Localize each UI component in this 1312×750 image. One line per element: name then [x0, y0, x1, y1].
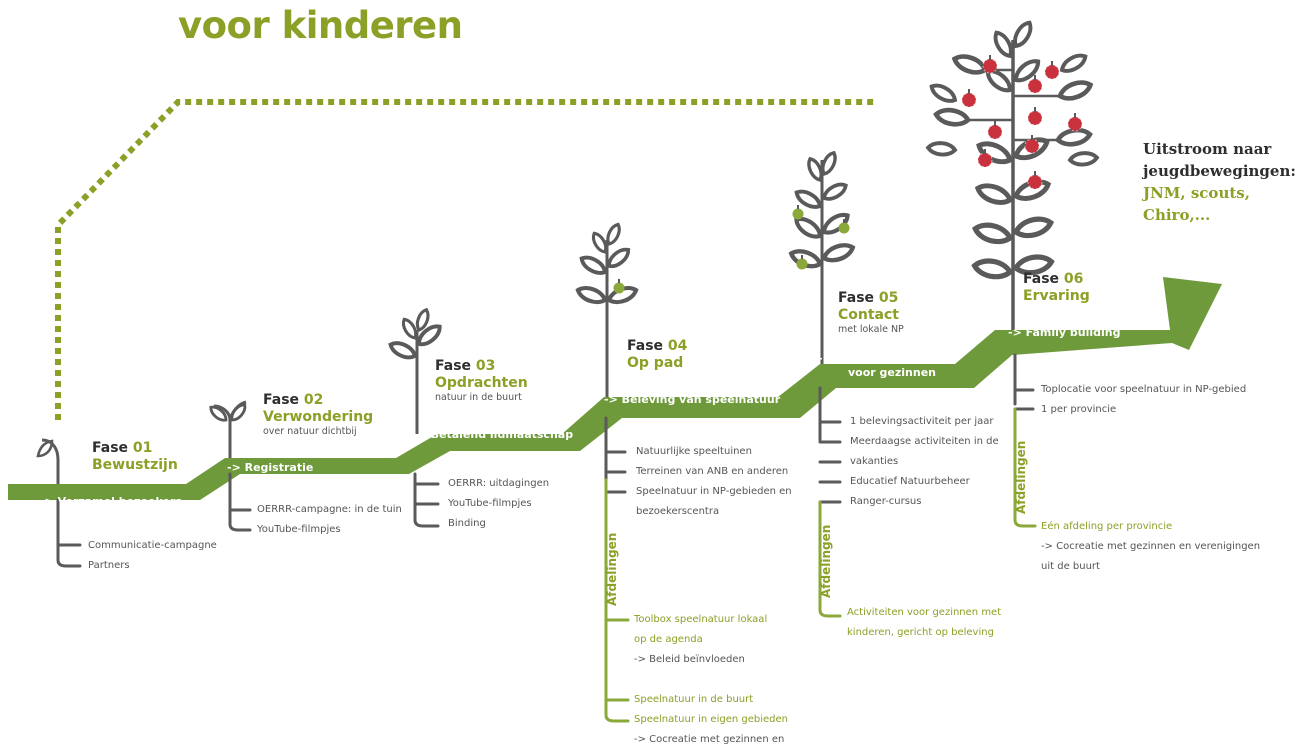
list-item: Natuurlijke speeltuinen: [636, 446, 752, 457]
list-item: Partners: [88, 560, 130, 571]
phase-name: Op pad: [627, 355, 684, 371]
list-item: Educatief Natuurbeheer: [850, 476, 970, 487]
band-label-06: -> Family building: [1008, 326, 1121, 339]
tree-06: [925, 17, 1100, 330]
phase-number: 01: [132, 440, 153, 456]
afdelingen-label-04: Afdelingen: [605, 532, 619, 606]
list-item: Communicatie-campagne: [88, 540, 217, 551]
dotted-path: [55, 99, 878, 420]
list-item: Terreinen van ANB en anderen: [636, 466, 789, 477]
fase-word: Fase: [838, 290, 875, 306]
phase-04-header: Fase 04 Op pad: [627, 338, 687, 372]
band-label-04: -> Beleving van speelnatuur: [604, 393, 781, 406]
outflow-line: jeugdbewegingen:: [1143, 162, 1296, 180]
afd-item: Speelnatuur in de buurt: [634, 694, 754, 705]
list-item: YouTube-filmpjes: [257, 524, 341, 535]
phase-number: 06: [1063, 271, 1084, 287]
fase-word: Fase: [435, 358, 472, 374]
phase-05-header: Fase 05 Contact met lokale NP: [838, 290, 904, 336]
list-item: Ranger-cursus: [850, 496, 922, 507]
phase-01-items: Communicatie-campagne Partners: [88, 536, 217, 576]
outflow-text: Uitstroom naar jeugdbewegingen: JNM, sco…: [1143, 138, 1296, 226]
phase-06-header: Fase 06 Ervaring: [1023, 271, 1090, 305]
page-title: voor kinderen: [178, 4, 463, 47]
list-item: OERRR: uitdagingen: [448, 478, 550, 489]
afd-item: Speelnatuur in eigen gebieden: [634, 714, 788, 725]
afd-item: -> Beleid beïnvloeden: [634, 654, 745, 665]
band-label-02: -> Registratie: [227, 461, 314, 474]
list-item: OERRR-campagne: in de tuin: [257, 504, 402, 515]
sprout-02: [206, 400, 250, 458]
phase-06-items: Toplocatie voor speelnatuur in NP-gebied…: [1041, 380, 1246, 420]
sprout-01: [36, 438, 60, 484]
band-line: voor gezinnen: [848, 366, 936, 379]
phase-02-header: Fase 02 Verwondering over natuur dichtbi…: [263, 392, 373, 438]
growth-band: [8, 277, 1222, 500]
phase-03-header: Fase 03 Opdrachten natuur in de buurt: [435, 358, 528, 404]
afd-item: Eén afdeling per provincie: [1041, 521, 1173, 532]
phase-number: 04: [667, 338, 688, 354]
plant-04: [576, 220, 638, 397]
afdelingen-items-06: Eén afdeling per provincie -> Cocreatie …: [1041, 517, 1260, 577]
list-item: YouTube-filmpjes: [448, 498, 532, 509]
afdelingen-label-06: Afdelingen: [1014, 440, 1028, 514]
list-item: Speelnatuur in NP-gebieden en: [636, 486, 792, 497]
list-item: 1 per provincie: [1041, 404, 1117, 415]
band-label-03: -> Betalend lidmaatschap: [413, 428, 574, 441]
phase-02-items: OERRR-campagne: in de tuin YouTube-filmp…: [257, 500, 402, 540]
plant-03: [386, 306, 446, 434]
outflow-line: Uitstroom naar: [1143, 140, 1272, 158]
band-label-01: -> Verzamel bezoekers: [40, 495, 182, 508]
phase-number: 05: [878, 290, 899, 306]
phase-sub: over natuur dichtbij: [263, 426, 357, 437]
list-item: vakanties: [850, 456, 899, 467]
afd-item: Toolbox speelnatuur lokaal: [634, 614, 768, 625]
phase-03-items: OERRR: uitdagingen YouTube-filmpjes Bind…: [448, 474, 549, 534]
afd-item: op de agenda: [634, 634, 703, 645]
fase-word: Fase: [1023, 271, 1060, 287]
phase-01-header: Fase 01 Bewustzijn: [92, 440, 178, 474]
phase-name: Opdrachten: [435, 375, 528, 391]
band-line: -> lokale activiteiten: [818, 352, 948, 365]
list-item: Meerdaagse activiteiten in de: [850, 436, 999, 447]
phase-number: 03: [475, 358, 496, 374]
phase-sub: natuur in de buurt: [435, 392, 522, 403]
afdelingen-label-05: Afdelingen: [819, 524, 833, 598]
phase-name: Ervaring: [1023, 288, 1090, 304]
phase-number: 02: [303, 392, 324, 408]
list-item: 1 belevingsactiviteit per jaar: [850, 416, 994, 427]
fase-word: Fase: [263, 392, 300, 408]
afdelingen-items-05: Activiteiten voor gezinnen met kinderen,…: [847, 603, 1001, 643]
phase-05-items: 1 belevingsactiviteit per jaar Meerdaags…: [850, 412, 999, 512]
afd-item: kinderen, gericht op beleving: [847, 627, 994, 638]
band-label-05: -> lokale activiteiten voor gezinnen: [818, 352, 948, 380]
list-item: bezoekerscentra: [636, 506, 720, 517]
afdelingen-items-04: Toolbox speelnatuur lokaal op de agenda …: [634, 610, 788, 750]
afd-item: Activiteiten voor gezinnen met: [847, 607, 1002, 618]
phase-04-items: Natuurlijke speeltuinen Terreinen van AN…: [636, 442, 792, 522]
afd-item: uit de buurt: [1041, 561, 1100, 572]
outflow-line: JNM, scouts,: [1143, 184, 1250, 202]
phase-sub: met lokale NP: [838, 324, 904, 335]
outflow-line: Chiro,...: [1143, 206, 1211, 224]
fase-word: Fase: [627, 338, 664, 354]
phase-name: Verwondering: [263, 409, 374, 425]
plant-05: [789, 149, 855, 364]
fase-word: Fase: [92, 440, 129, 456]
afd-item: -> Cocreatie met gezinnen en vereniginge…: [1041, 541, 1261, 552]
afd-item: -> Cocreatie met gezinnen en: [634, 734, 785, 745]
phase-name: Bewustzijn: [92, 457, 178, 473]
list-item: Binding: [448, 518, 486, 529]
phase-name: Contact: [838, 307, 899, 323]
list-item: Toplocatie voor speelnatuur in NP-gebied: [1041, 384, 1247, 395]
